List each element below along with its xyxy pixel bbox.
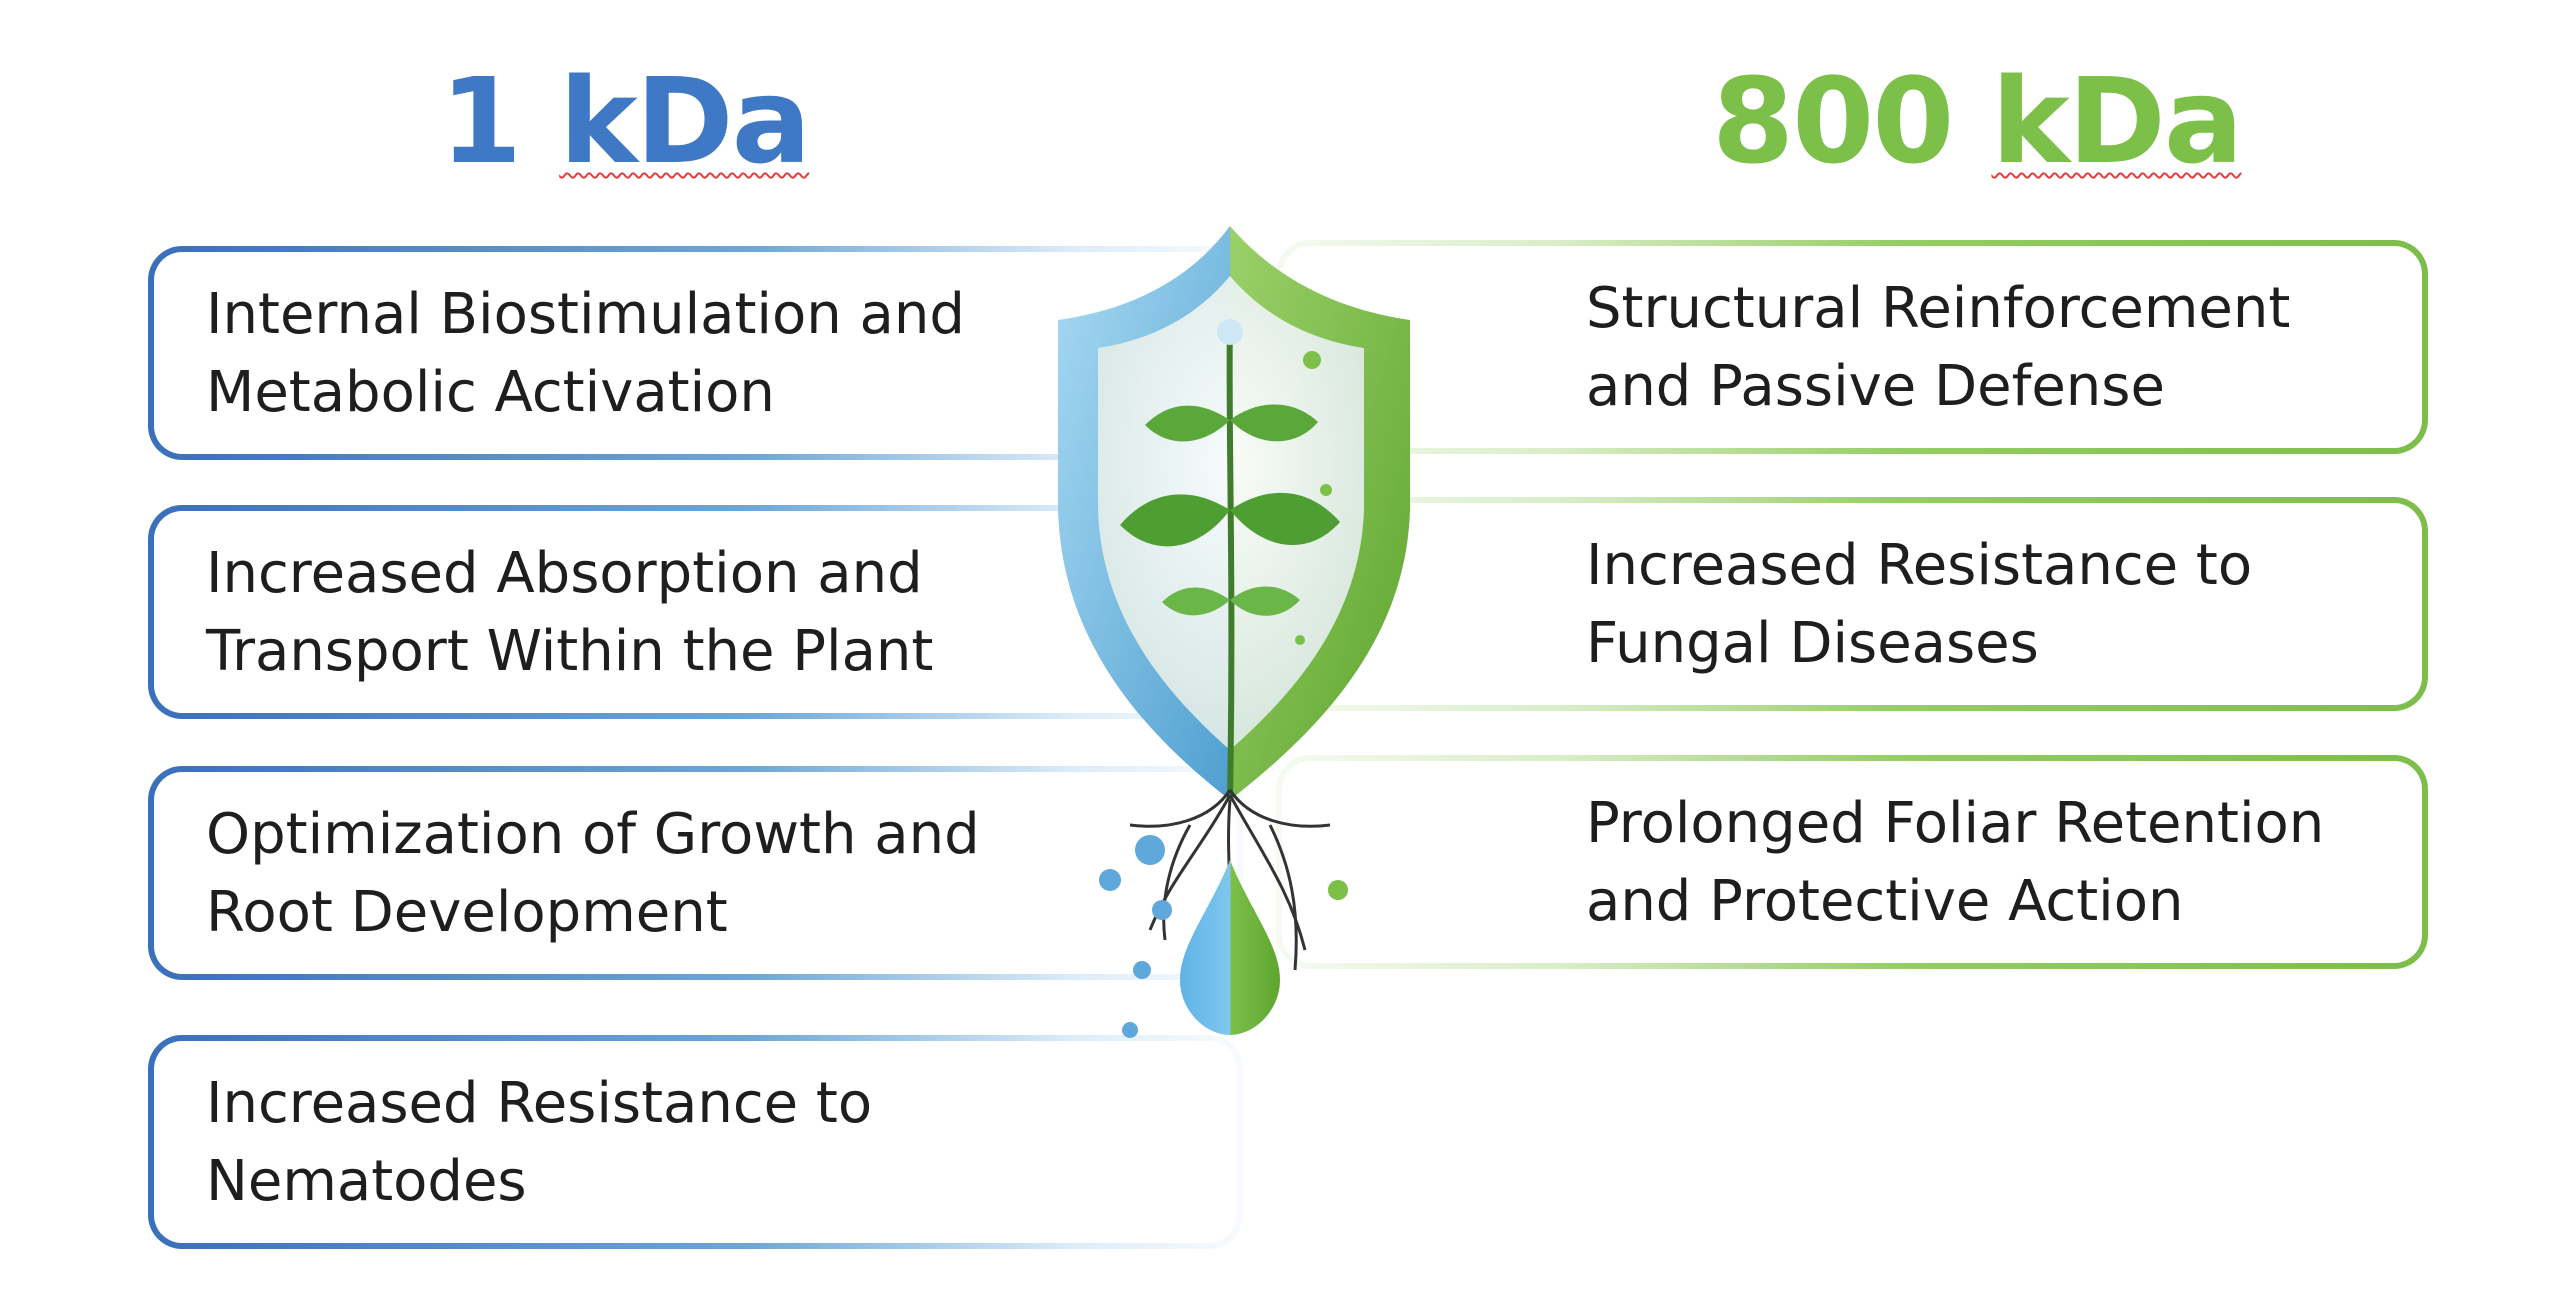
benefit-box-800kda: Prolonged Foliar Retention and Protectiv… [1276, 755, 2428, 969]
benefit-line-1: Prolonged Foliar Retention [1586, 791, 2325, 856]
benefit-line-2: and Protective Action [1586, 869, 2184, 934]
benefit-box-1kda: Internal Biostimulation and Metabolic Ac… [148, 246, 1243, 460]
benefit-box-800kda: Increased Resistance to Fungal Diseases [1276, 497, 2428, 711]
heading-800-kda-unit: kDa [1991, 52, 2243, 190]
plant-icon [1120, 319, 1340, 801]
benefit-line-1: Increased Resistance to [1586, 533, 2253, 598]
benefit-line-1: Optimization of Growth and [206, 802, 980, 867]
heading-800-kda-number: 800 [1712, 52, 1954, 190]
benefit-line-1: Internal Biostimulation and [206, 282, 965, 347]
heading-1-kda-number: 1 [440, 52, 522, 190]
benefit-text: Increased Resistance to Fungal Diseases [1586, 527, 2252, 683]
benefit-line-2: Metabolic Activation [206, 360, 775, 425]
benefit-line-2: Root Development [206, 880, 728, 945]
benefit-line-1: Increased Absorption and [206, 541, 923, 606]
shield-plant-illustration [1058, 226, 1410, 1038]
benefit-line-2: and Passive Defense [1586, 354, 2165, 419]
heading-800-kda: 800 kDa [1712, 62, 2243, 180]
benefit-box-1kda: Increased Absorption and Transport Withi… [148, 505, 1243, 719]
benefit-text: Optimization of Growth and Root Developm… [206, 796, 980, 952]
benefit-text: Internal Biostimulation and Metabolic Ac… [206, 276, 965, 432]
benefit-box-1kda: Increased Resistance to Nematodes [148, 1035, 1243, 1249]
benefit-box-1kda: Optimization of Growth and Root Developm… [148, 766, 1243, 980]
benefit-text: Structural Reinforcement and Passive Def… [1586, 270, 2290, 426]
benefit-line-2: Fungal Diseases [1586, 611, 2039, 676]
benefit-text: Prolonged Foliar Retention and Protectiv… [1586, 785, 2324, 941]
benefit-line-2: Nematodes [206, 1149, 527, 1214]
benefit-line-1: Increased Resistance to [206, 1071, 873, 1136]
benefit-line-1: Structural Reinforcement [1586, 276, 2291, 341]
benefit-line-2: Transport Within the Plant [206, 619, 934, 684]
heading-1-kda-unit: kDa [559, 52, 811, 190]
water-drop-icon [1099, 835, 1348, 1038]
benefit-box-800kda: Structural Reinforcement and Passive Def… [1276, 240, 2428, 454]
benefit-text: Increased Resistance to Nematodes [206, 1065, 872, 1221]
heading-1-kda: 1 kDa [440, 62, 811, 180]
benefit-text: Increased Absorption and Transport Withi… [206, 535, 933, 691]
